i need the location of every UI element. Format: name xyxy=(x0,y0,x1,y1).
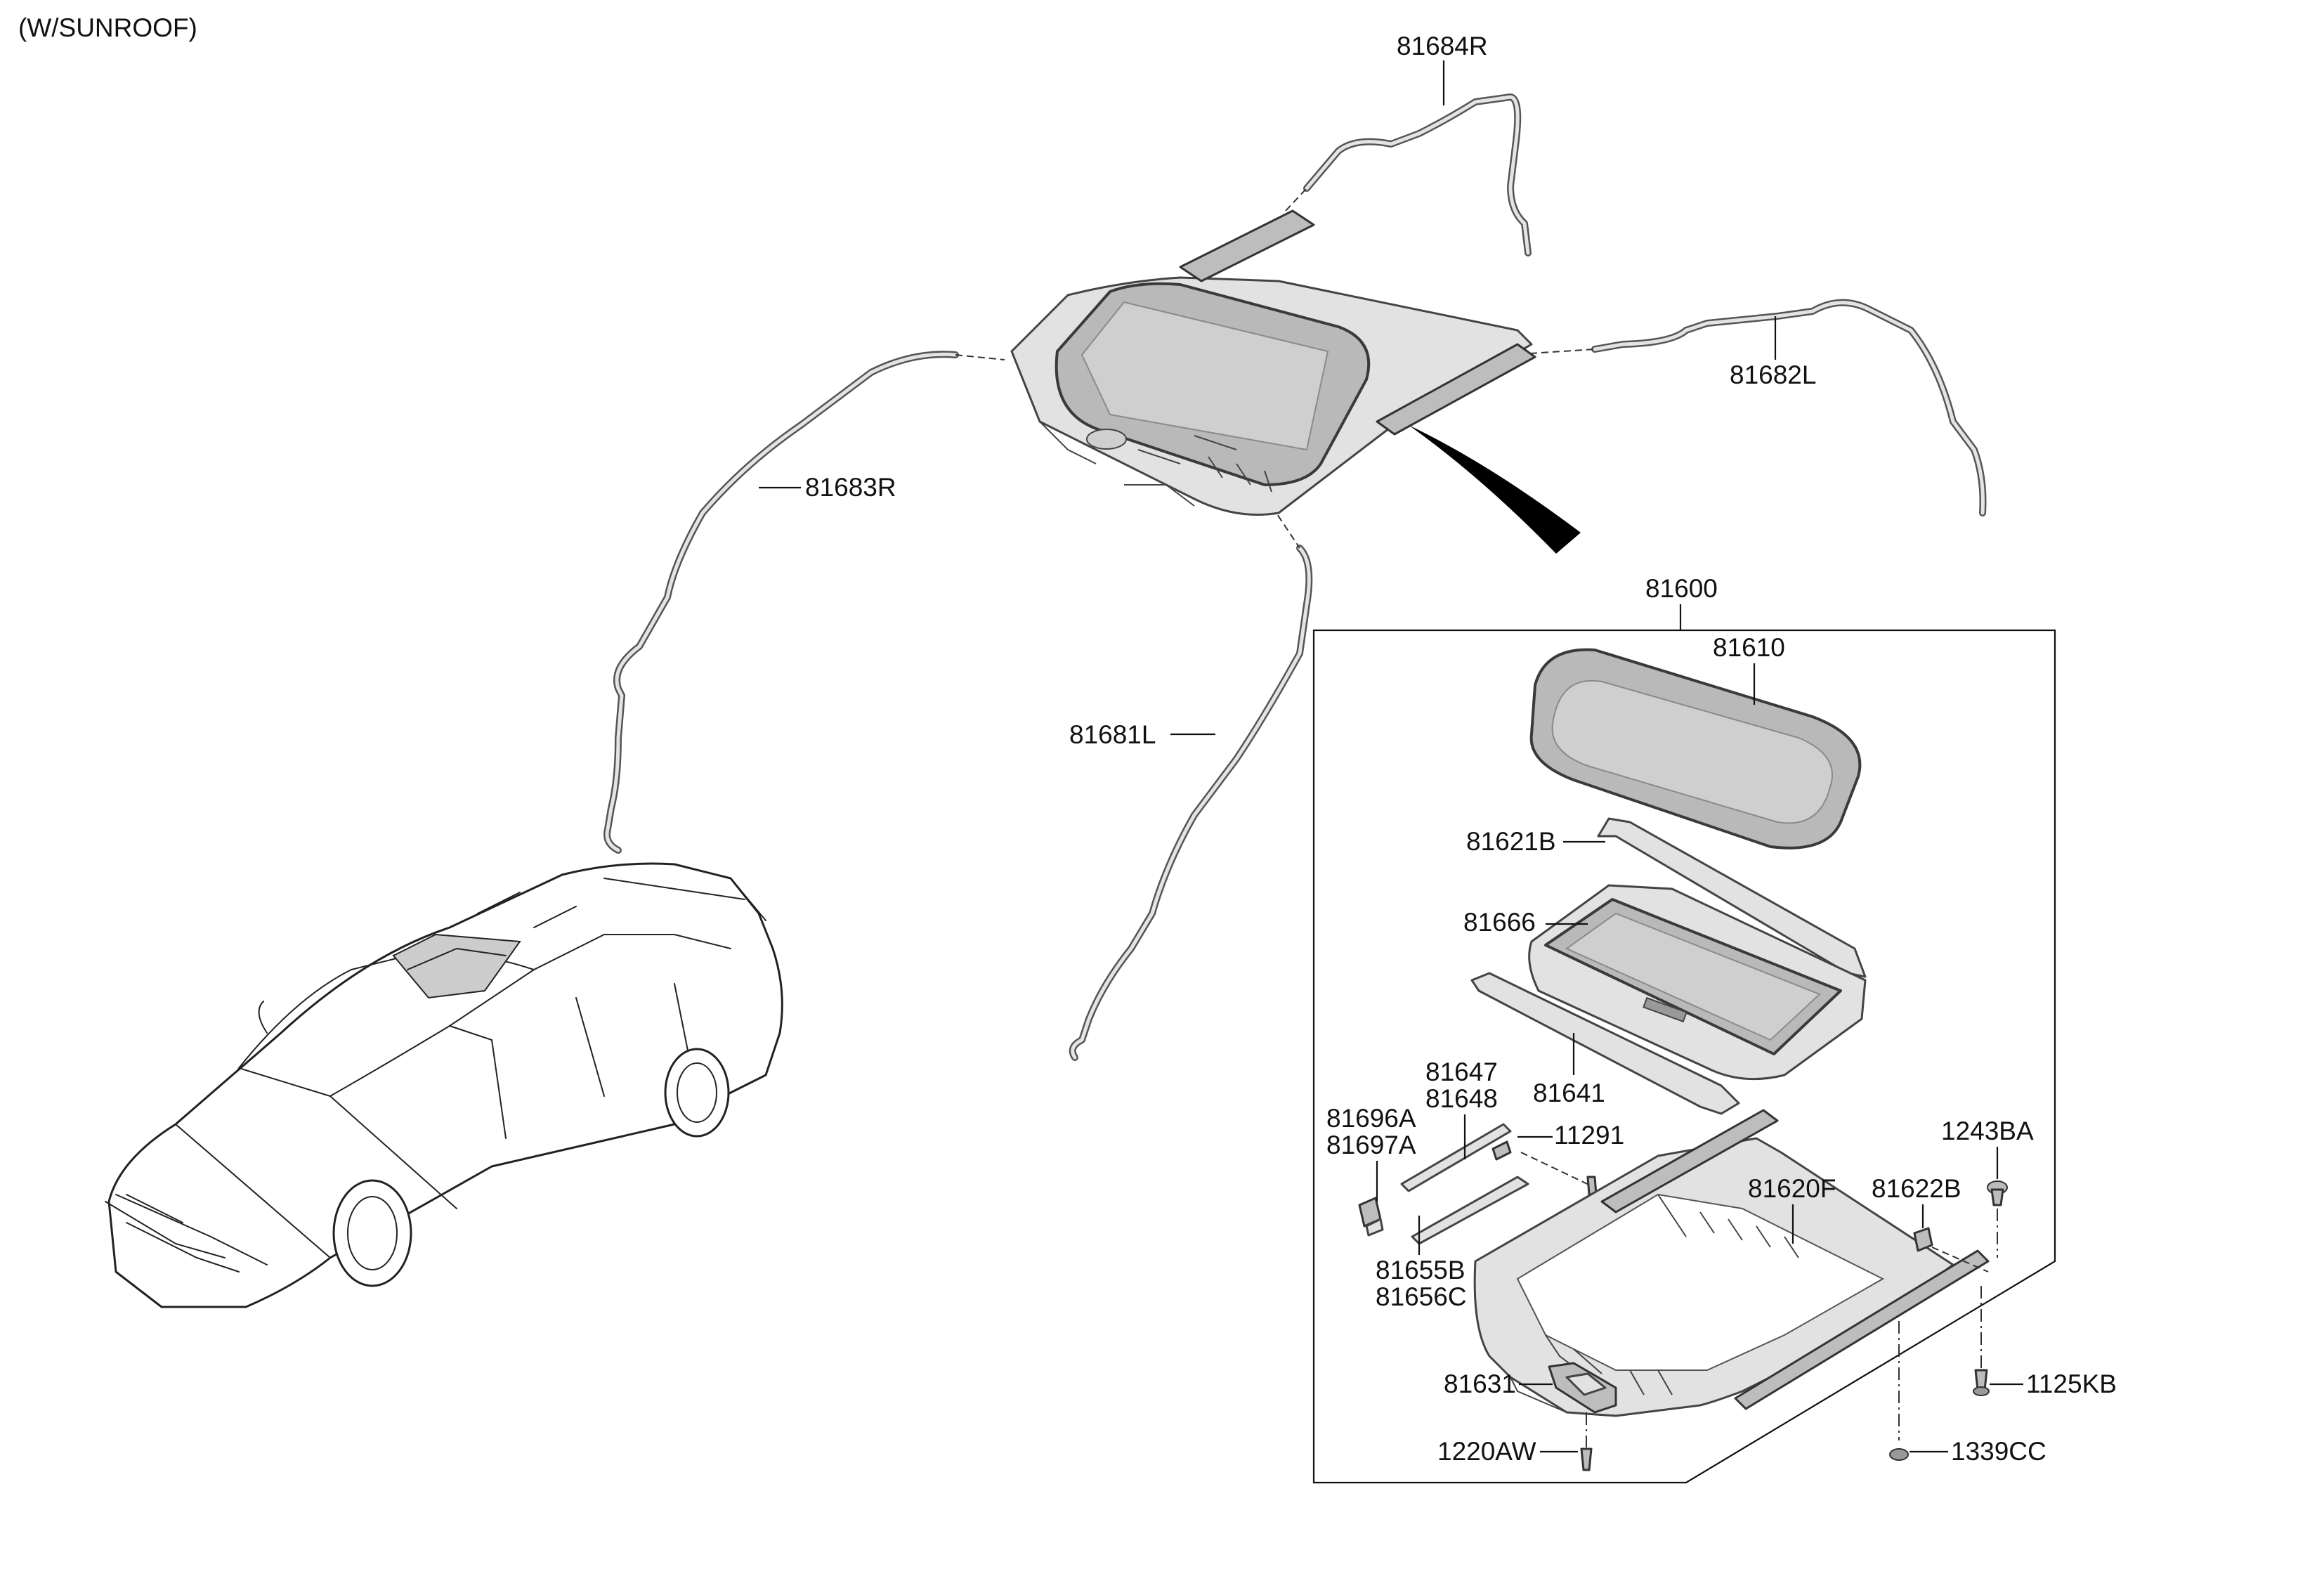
svg-text:81600: 81600 xyxy=(1645,574,1718,603)
svg-text:81655B: 81655B xyxy=(1376,1256,1465,1284)
svg-text:1125KB: 1125KB xyxy=(2026,1369,2117,1398)
part-1125KB-bolt: 1125KB xyxy=(1973,1286,2117,1398)
part-81666-sunshade: 81666 xyxy=(1463,884,1867,1081)
variant-note: (W/SUNROOF) xyxy=(18,13,197,42)
svg-text:81622B: 81622B xyxy=(1872,1174,1961,1203)
label-81682L: 81682L xyxy=(1730,316,1816,389)
drain-hose-rear-lh xyxy=(1529,299,1987,516)
part-81620F-frame: 81620F xyxy=(1473,1109,1990,1417)
part-1243BA-clip: 1243BA xyxy=(1941,1117,2034,1258)
svg-text:11291: 11291 xyxy=(1554,1121,1624,1150)
label-81683R: 81683R xyxy=(759,473,896,502)
part-1220AW-bolt: 1220AW xyxy=(1437,1437,1593,1471)
svg-text:81648: 81648 xyxy=(1425,1084,1498,1113)
sunroof-assembly-top xyxy=(1010,209,1536,516)
label-81681L: 81681L xyxy=(1069,720,1215,749)
part-81641-deflector: 81641 xyxy=(1470,972,1740,1115)
svg-text:1243BA: 1243BA xyxy=(1941,1117,2034,1145)
part-81622B-bracket: 81622B xyxy=(1872,1174,1989,1273)
part-81696A-81697A-brackets: 81696A 81697A xyxy=(1326,1104,1416,1237)
drain-hose-front-lh xyxy=(1069,505,1313,1061)
svg-text:81696A: 81696A xyxy=(1326,1104,1416,1133)
svg-text:81684R: 81684R xyxy=(1397,32,1488,60)
label-81684R: 81684R xyxy=(1397,32,1488,105)
svg-text:81682L: 81682L xyxy=(1730,360,1816,389)
svg-text:81666: 81666 xyxy=(1463,908,1536,937)
svg-text:81631: 81631 xyxy=(1444,1369,1516,1398)
svg-text:81681L: 81681L xyxy=(1069,720,1156,749)
svg-text:81610: 81610 xyxy=(1713,633,1785,662)
svg-text:81621B: 81621B xyxy=(1466,827,1556,856)
svg-text:81656C: 81656C xyxy=(1376,1282,1467,1311)
svg-text:81697A: 81697A xyxy=(1326,1131,1416,1159)
svg-text:1339CC: 1339CC xyxy=(1951,1437,2046,1466)
svg-text:81641: 81641 xyxy=(1533,1079,1605,1107)
svg-text:1220AW: 1220AW xyxy=(1437,1437,1536,1466)
part-81610-glass: 81610 xyxy=(1529,633,1862,850)
svg-text:81647: 81647 xyxy=(1425,1057,1498,1086)
drain-hose-rear-rh xyxy=(603,351,1005,854)
part-81631-motor: 81631 xyxy=(1444,1362,1617,1447)
part-11291-screw: 11291 xyxy=(1517,1121,1624,1196)
part-81647-81648-rails: 81647 81648 xyxy=(1400,1057,1595,1245)
part-81655B-81656C-guide: 81655B 81656C xyxy=(1376,1216,1467,1311)
svg-text:81683R: 81683R xyxy=(805,473,896,502)
car-illustration xyxy=(105,862,783,1308)
callout-arrow xyxy=(1409,425,1581,554)
drain-hose-front-rh xyxy=(1285,93,1532,256)
part-1339CC-nut: 1339CC xyxy=(1889,1321,2046,1466)
exploded-view-frame: 81600 xyxy=(1312,574,2056,1484)
svg-text:81620F: 81620F xyxy=(1748,1174,1836,1203)
